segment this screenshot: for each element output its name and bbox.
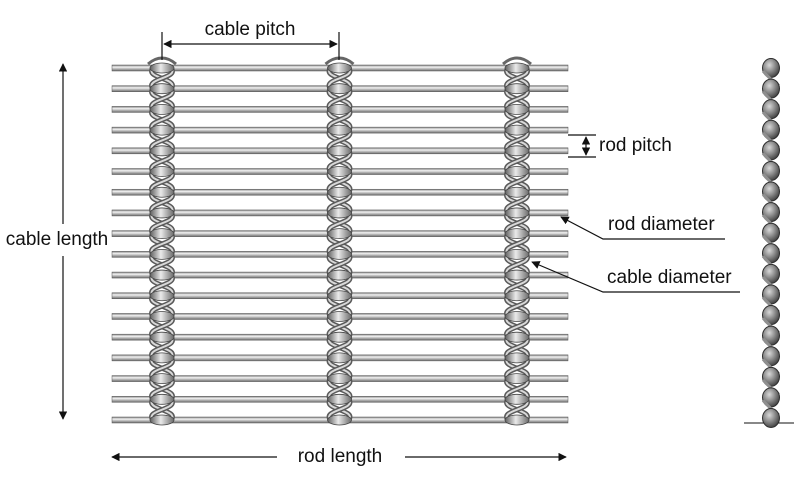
cable-wrap (504, 145, 530, 157)
cable-wrap (504, 311, 530, 322)
cable-wrap (327, 311, 352, 322)
cable-wrap (504, 373, 530, 384)
cable-wrap (149, 124, 175, 136)
cable-wrap (149, 166, 175, 177)
cable-wrap (327, 393, 352, 405)
cable-wrap (327, 166, 352, 177)
rod-length-dimension: rod length (111, 446, 567, 467)
cable-length-label: cable length (6, 229, 108, 250)
cable-wrap (504, 248, 530, 260)
rod-pitch-label: rod pitch (599, 135, 672, 156)
cable-top-loop (502, 56, 532, 66)
rod-diameter-callout: rod diameter (560, 214, 725, 240)
cable-wrap (504, 104, 530, 115)
cable-diameter-callout: cable diameter (531, 261, 740, 293)
cable-wrap (327, 352, 352, 364)
cable-wrap (149, 145, 175, 157)
cable-wrap (504, 124, 530, 136)
cable-wrap (504, 269, 530, 281)
cable-wrap (504, 414, 530, 426)
cable-wrap (327, 186, 352, 198)
cable-wrap (504, 207, 530, 219)
cable-wrap (504, 290, 530, 302)
cable-wrap (327, 414, 352, 426)
cable-wrap (327, 290, 352, 302)
cable-wrap (504, 186, 530, 198)
cable-wrap (149, 414, 175, 426)
cable-pitch-label: cable pitch (205, 19, 296, 40)
cable-pitch-dimension: cable pitch (161, 19, 340, 60)
cable-wrap (504, 331, 530, 343)
cable-wrap (149, 311, 175, 322)
cable-wrap (149, 228, 175, 240)
cable-wrap (327, 124, 352, 136)
cable-wrap (149, 62, 175, 74)
cable-wrap (504, 166, 530, 177)
mesh-cable (502, 56, 532, 426)
cable-wrap (149, 373, 175, 384)
cable-wrap (149, 207, 175, 219)
cable-wrap (327, 145, 352, 157)
cable-wrap (327, 62, 352, 74)
cable-wrap (149, 104, 175, 115)
side-view-link (762, 408, 780, 428)
cable-wrap (504, 62, 530, 74)
rod-length-label: rod length (298, 446, 383, 467)
cable-diameter-label: cable diameter (607, 267, 732, 288)
cable-wrap (327, 207, 352, 219)
cable-wrap (327, 269, 352, 281)
cable-wrap (149, 393, 175, 405)
cable-length-dimension: cable length (6, 63, 108, 420)
cable-wrap (327, 228, 352, 240)
cable-wrap (149, 352, 175, 364)
cable-diameter-leader (531, 261, 740, 293)
rod-pitch-dimension: rod pitch (568, 134, 672, 158)
cable-wrap (149, 83, 175, 95)
cable-wrap (327, 104, 352, 115)
cable-wrap (327, 83, 352, 95)
cable-wrap (149, 248, 175, 260)
cable-wrap (504, 352, 530, 364)
cable-wrap (504, 393, 530, 405)
cable-wrap (149, 331, 175, 343)
cable-wrap (327, 331, 352, 343)
cable-wrap (327, 373, 352, 384)
cable-side-view (744, 58, 794, 428)
cable-wrap (149, 290, 175, 302)
mesh-cables (147, 56, 532, 426)
mesh-cable (147, 56, 177, 426)
cable-wrap (149, 269, 175, 281)
cable-wrap (327, 248, 352, 260)
rod-diameter-leader (560, 216, 725, 240)
cable-wrap (504, 83, 530, 95)
cable-wrap (149, 186, 175, 198)
mesh-cable (324, 56, 355, 426)
rod-diameter-label: rod diameter (608, 214, 715, 235)
cable-wrap (504, 228, 530, 240)
